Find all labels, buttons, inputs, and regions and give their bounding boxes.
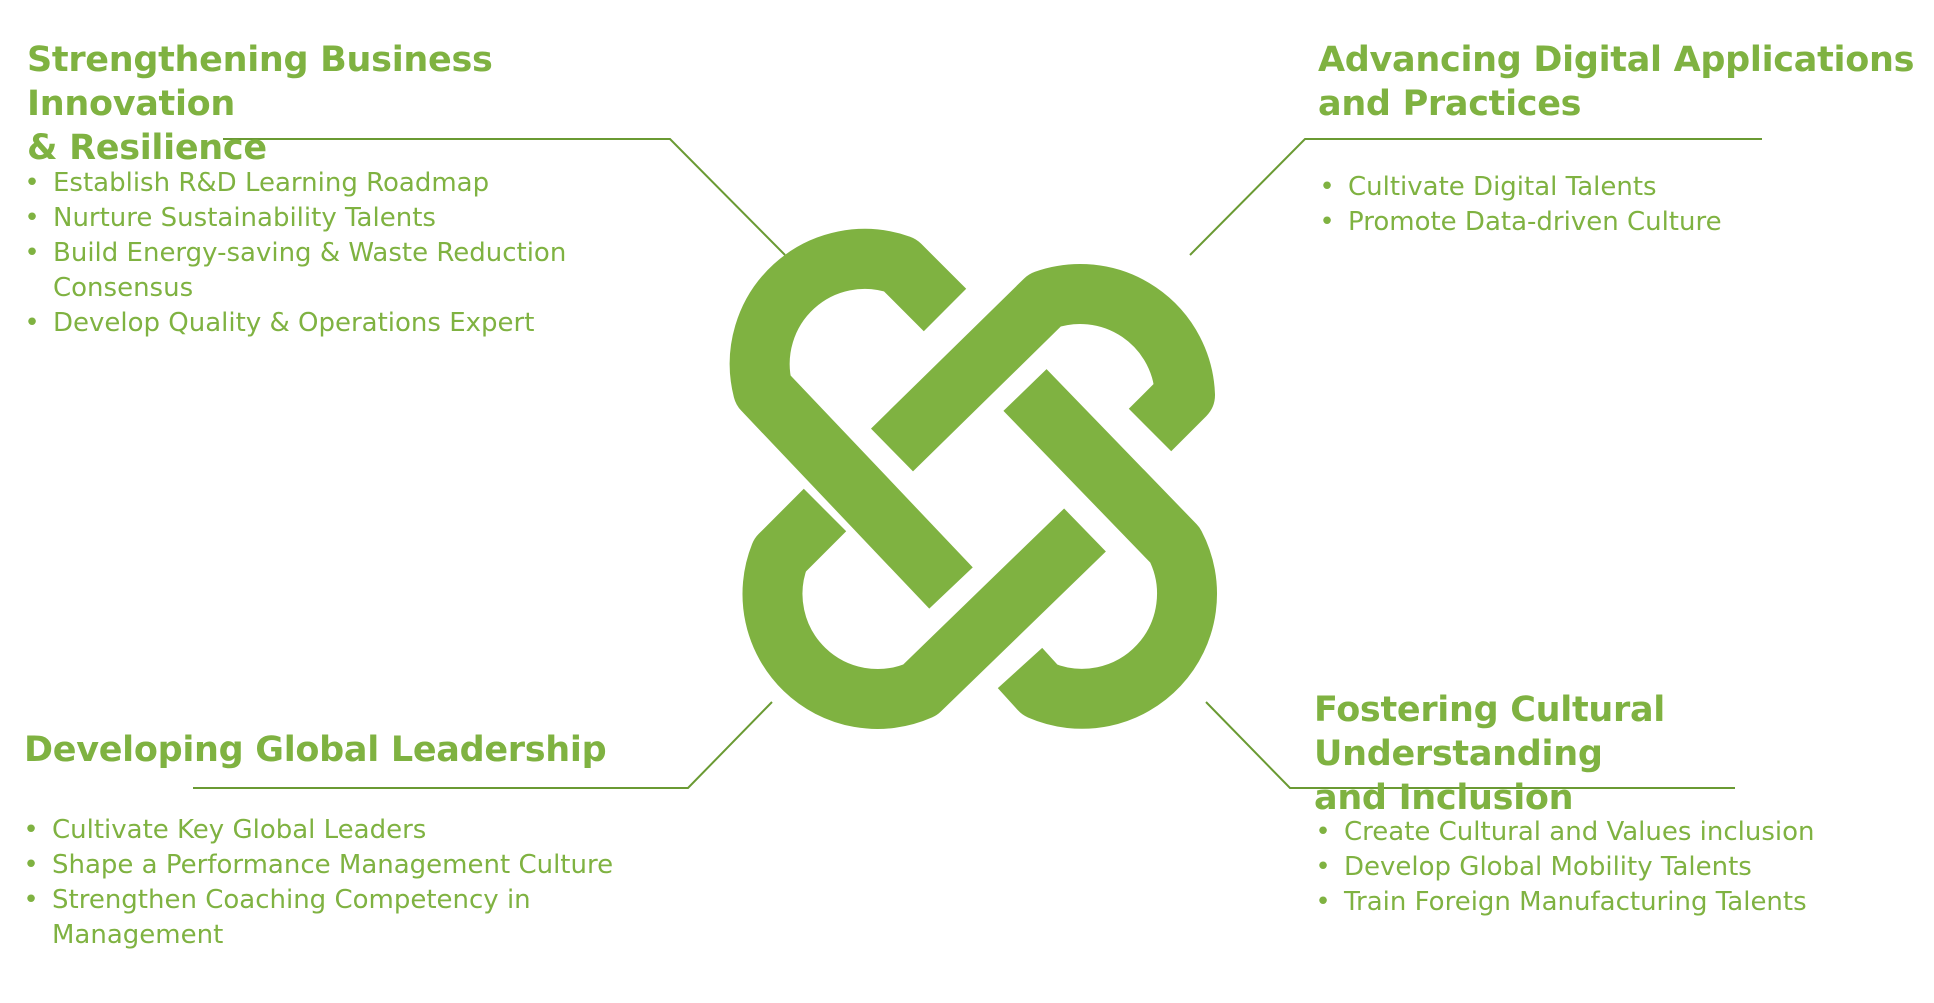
list-item: • Create Cultural and Values inclusion [1314,815,1934,850]
quadrant-global-leadership: Developing Global Leadership • Cultivate … [23,728,674,950]
quadrant-digital-applications: Advancing Digital Applications and Pract… [1318,38,1934,237]
quadrant-title-line: and Inclusion [1314,778,1574,818]
list-item-text: Nurture Sustainability Talents [53,203,436,233]
link-strand-top-left [729,228,973,609]
list-item: • Shape a Performance Management Culture [22,848,682,883]
quadrant-title-line: & Resilience [27,128,267,168]
quadrant-title-line: Developing Global Leadership [24,730,607,770]
list-item: • Establish R&D Learning Roadmap [23,166,683,201]
bullet-icon: • [23,815,39,845]
quadrant-item-list: • Create Cultural and Values inclusion • D… [1314,815,1934,920]
quadrant-cultural-inclusion: Fostering Cultural Understanding and Inc… [1314,688,1934,917]
list-item-text: Develop Quality & Operations Expert [53,308,535,338]
bullet-icon: • [1315,817,1331,847]
quadrant-title: Developing Global Leadership [24,728,674,772]
connector-line-bottom-right [1205,701,1735,789]
list-item: • Cultivate Key Global Leaders [22,813,682,848]
list-item: • Promote Data-driven Culture [1318,205,1934,240]
list-item: • Strengthen Coaching Competency in Manage… [22,883,682,953]
bullet-icon: • [23,850,39,880]
quadrant-title-line: Strengthening Business Innovation [27,40,493,124]
list-item: • Nurture Sustainability Talents [23,201,683,236]
list-item-text: Build Energy-saving & Waste Reduction [53,238,567,268]
list-item-text: Cultivate Key Global Leaders [52,815,427,845]
bullet-icon: • [1315,852,1331,882]
list-item: • Cultivate Digital Talents [1318,170,1934,205]
list-item-text: Shape a Performance Management Culture [52,850,614,880]
quadrant-title-line: Advancing Digital Applications [1318,40,1915,80]
list-item-text: Create Cultural and Values inclusion [1344,817,1815,847]
quadrant-item-list: • Cultivate Digital Talents • Promote Data… [1318,170,1934,240]
bullet-icon: • [24,168,40,198]
quadrant-title-line: Fostering Cultural Understanding [1314,690,1665,774]
quadrant-title: Advancing Digital Applications and Pract… [1318,38,1934,126]
list-item-text: Establish R&D Learning Roadmap [53,168,490,198]
bullet-icon: • [1315,887,1331,917]
list-item: • Develop Quality & Operations Expert [23,306,683,341]
quadrant-title: Strengthening Business Innovation & Resi… [27,38,677,170]
list-item-text-continued: Consensus [53,273,194,303]
quadrant-title: Fostering Cultural Understanding and Inc… [1314,688,1934,820]
connector-line-top-left [223,138,786,256]
list-item-text-continued: Management [52,920,224,950]
bullet-icon: • [24,203,40,233]
quadrant-business-innovation: Strengthening Business Innovation & Resi… [24,38,677,338]
list-item-text: Cultivate Digital Talents [1348,172,1657,202]
bullet-icon: • [1319,172,1335,202]
link-strand-bottom-right [997,369,1217,729]
link-strand-bottom-left [742,488,1106,729]
bullet-icon: • [24,238,40,268]
list-item-text: Promote Data-driven Culture [1348,207,1722,237]
link-strand-top-right [870,264,1215,472]
list-item: • Develop Global Mobility Talents [1314,850,1934,885]
interlocking-links-icon [729,228,1217,729]
bullet-icon: • [23,885,39,915]
quadrant-item-list: • Establish R&D Learning Roadmap • Nurture… [23,166,683,341]
quadrant-item-list: • Cultivate Key Global Leaders • Shape a P… [22,813,682,953]
bullet-icon: • [24,308,40,338]
connector-line-top-right [1189,138,1762,256]
list-item-text: Develop Global Mobility Talents [1344,852,1752,882]
quadrant-title-line: and Practices [1318,84,1582,124]
list-item-text: Strengthen Coaching Competency in [52,885,531,915]
connector-line-bottom-left [193,701,773,789]
list-item: • Train Foreign Manufacturing Talents [1314,885,1934,920]
list-item-text: Train Foreign Manufacturing Talents [1344,887,1807,917]
bullet-icon: • [1319,207,1335,237]
